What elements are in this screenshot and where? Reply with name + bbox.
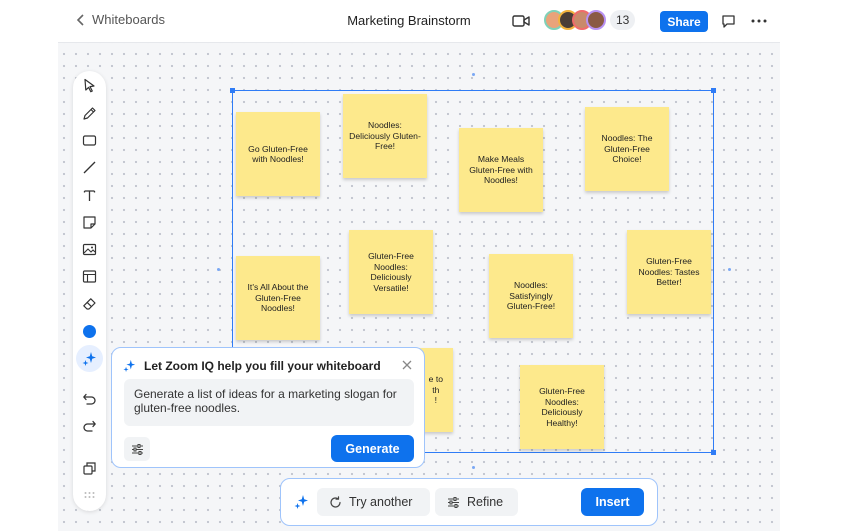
rectangle-tool[interactable] — [81, 132, 98, 149]
undo-button[interactable] — [81, 391, 98, 408]
zoom-iq-title: Let Zoom IQ help you fill your whiteboar… — [144, 359, 381, 373]
rectangle-icon — [82, 135, 97, 146]
undo-icon — [83, 393, 96, 405]
ai-tool[interactable] — [81, 350, 98, 367]
pen-tool[interactable] — [81, 105, 98, 122]
layers-icon — [83, 462, 96, 475]
text-icon — [83, 190, 96, 201]
sticky-note[interactable]: Gluten-Free Noodles: Tastes Better! — [627, 230, 711, 314]
redo-icon — [83, 420, 96, 432]
generate-button[interactable]: Generate — [331, 435, 414, 462]
video-camera-icon[interactable] — [512, 13, 530, 29]
board-title: Marketing Brainstorm — [347, 13, 471, 28]
chevron-left-icon — [76, 13, 84, 26]
sticky-note[interactable]: Noodles: Deliciously Gluten-Free! — [343, 94, 427, 178]
edge-handle[interactable] — [728, 268, 731, 271]
pen-icon — [83, 107, 96, 120]
top-bar: Whiteboards Marketing Brainstorm 13 Shar… — [58, 0, 780, 43]
color-swatch-icon — [83, 325, 96, 338]
sticky-note[interactable]: Gluten-Free Noodles: Deliciously Versati… — [349, 230, 433, 314]
sticky-note[interactable]: Make Meals Gluten-Free with Noodles! — [459, 128, 543, 212]
resize-handle[interactable] — [230, 88, 235, 93]
sticky-note-icon — [83, 216, 96, 229]
selection-box[interactable] — [232, 90, 714, 453]
layers-button[interactable] — [81, 460, 98, 477]
eraser-icon — [83, 298, 96, 310]
refine-button[interactable]: Refine — [435, 488, 518, 516]
resize-handle[interactable] — [711, 450, 716, 455]
refine-label: Refine — [467, 495, 504, 509]
more-options-icon[interactable] — [751, 19, 767, 23]
left-toolbar — [73, 71, 106, 511]
select-icon — [84, 78, 95, 93]
avatar — [586, 10, 606, 30]
ai-sparkle-icon — [123, 359, 136, 372]
zoom-iq-panel: Let Zoom IQ help you fill your whiteboar… — [111, 347, 425, 468]
sticky-note-tool[interactable] — [81, 214, 98, 231]
image-tool[interactable] — [81, 241, 98, 258]
more-tools-button[interactable] — [81, 487, 98, 504]
participant-avatars[interactable]: 13 — [544, 10, 636, 30]
redo-button[interactable] — [81, 418, 98, 435]
sticky-note[interactable]: It's All About the Gluten-Free Noodles! — [236, 256, 320, 340]
refresh-icon — [330, 495, 341, 508]
edge-handle[interactable] — [217, 268, 220, 271]
ai-settings-button[interactable] — [124, 437, 150, 461]
sticky-note[interactable]: Gluten-Free Noodles: Deliciously Healthy… — [520, 365, 604, 449]
sliders-icon — [131, 443, 143, 455]
close-icon[interactable] — [402, 360, 412, 370]
select-tool[interactable] — [81, 77, 98, 94]
color-picker[interactable] — [81, 323, 98, 340]
line-icon — [83, 161, 96, 174]
whiteboard-app: Whiteboards Marketing Brainstorm 13 Shar… — [58, 0, 780, 531]
edge-handle[interactable] — [472, 73, 475, 76]
sticky-note[interactable]: Go Gluten-Free with Noodles! — [236, 112, 320, 196]
sticky-note[interactable]: Noodles: The Gluten-Free Choice! — [585, 107, 669, 191]
ai-prompt-input[interactable]: Generate a list of ideas for a marketing… — [124, 379, 414, 426]
ai-sparkle-icon — [294, 495, 308, 509]
chat-icon[interactable] — [721, 14, 736, 29]
ai-result-bar: Try another Refine Insert — [280, 478, 658, 526]
image-icon — [82, 243, 97, 256]
try-another-label: Try another — [349, 495, 413, 509]
participant-count: 13 — [610, 10, 636, 30]
resize-handle[interactable] — [711, 88, 716, 93]
sticky-note[interactable]: Noodles: Satisfyingly Gluten-Free! — [489, 254, 573, 338]
template-icon — [82, 270, 97, 283]
sliders-icon — [448, 496, 459, 508]
line-tool[interactable] — [81, 159, 98, 176]
back-to-whiteboards-link[interactable]: Whiteboards — [76, 12, 165, 27]
text-tool[interactable] — [81, 187, 98, 204]
try-another-button[interactable]: Try another — [317, 488, 430, 516]
eraser-tool[interactable] — [81, 295, 98, 312]
ai-sparkle-icon — [82, 352, 96, 366]
back-label: Whiteboards — [92, 12, 165, 27]
share-button[interactable]: Share — [660, 11, 708, 32]
insert-button[interactable]: Insert — [581, 488, 644, 516]
template-tool[interactable] — [81, 268, 98, 285]
grip-dots-icon — [84, 492, 95, 498]
edge-handle[interactable] — [472, 466, 475, 469]
